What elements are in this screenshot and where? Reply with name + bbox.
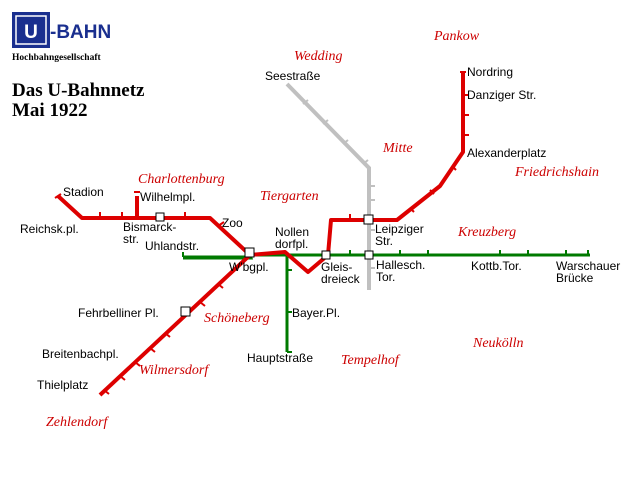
station-zoo: Zoo: [222, 216, 243, 230]
district-schoeneberg: Schöneberg: [204, 311, 270, 326]
station-bismarck-2: str.: [123, 232, 139, 246]
station-leipziger-1: Leipziger: [375, 222, 424, 236]
station-breitenbachpl: Breitenbachpl.: [42, 347, 119, 361]
red-line-track-main: [56, 72, 465, 274]
station-nollendorf-2: dorfpl.: [275, 237, 308, 251]
logo-u-letter: U: [24, 22, 38, 43]
green-line-ticks: [182, 250, 589, 353]
district-tempelhof: Tempelhof: [341, 353, 401, 368]
station-box-wbgpl: [244, 247, 255, 258]
logo-u-box: [12, 12, 50, 48]
district-tiergarten: Tiergarten: [260, 189, 319, 204]
district-kreuzberg: Kreuzberg: [457, 225, 516, 240]
district-pankow: Pankow: [433, 29, 480, 44]
red-line-ticks: [54, 71, 469, 395]
station-box-hallesch-tor: [364, 250, 374, 260]
station-wbgpl: W'bgpl.: [229, 260, 269, 274]
station-reichskpl: Reichsk.pl.: [20, 222, 79, 236]
station-warschauer-2: Brücke: [556, 271, 594, 285]
station-nordring: Nordring: [467, 65, 513, 79]
station-box-gleisdreieck: [321, 250, 331, 260]
station-alexanderplatz: Alexanderplatz: [467, 146, 546, 160]
station-kottbtor: Kottb.Tor.: [471, 259, 522, 273]
station-gleisdreieck-2: dreieck: [321, 272, 361, 286]
station-box-bismarckstr: [155, 212, 165, 222]
gray-line-ticks: [302, 99, 375, 269]
red-line: [54, 71, 469, 397]
district-friedrichshain: Friedrichshain: [514, 165, 599, 180]
station-seestrasse: Seestraße: [265, 69, 321, 83]
map-title-line2: Mai 1922: [12, 100, 87, 121]
station-danziger: Danziger Str.: [467, 88, 536, 102]
map-title-line1: Das U-Bahnnetz: [12, 80, 145, 101]
station-nollendorf-1: Nollen: [275, 225, 309, 239]
station-stadion: Stadion: [63, 185, 104, 199]
station-wilhelmpl: Wilhelmpl.: [140, 190, 195, 204]
station-warschauer-1: Warschauer: [556, 259, 620, 273]
station-leipziger-2: Str.: [375, 234, 393, 248]
station-bismarck-1: Bismarck-: [123, 220, 176, 234]
station-uhlandstr: Uhlandstr.: [145, 239, 199, 253]
u-bahn-logo: U -BAHN Hochbahngesellschaft: [12, 12, 111, 63]
station-thielplatz: Thielplatz: [37, 378, 88, 392]
district-charlottenburg: Charlottenburg: [138, 172, 225, 187]
district-neukoelln: Neukölln: [472, 336, 524, 351]
logo-word: -BAHN: [50, 22, 111, 43]
station-hallesch-1: Hallesch.: [376, 258, 425, 272]
red-line-track-thielplatz: [98, 253, 252, 397]
station-hallesch-2: Tor.: [376, 270, 395, 284]
gray-line: [285, 82, 375, 290]
district-mitte: Mitte: [382, 141, 413, 156]
station-gleisdreieck-1: Gleis-: [321, 260, 352, 274]
station-fehrbelliner: Fehrbelliner Pl.: [78, 306, 159, 320]
logo-subtitle: Hochbahngesellschaft: [12, 53, 102, 63]
gray-line-track: [285, 82, 371, 290]
station-bayerpl: Bayer.Pl.: [292, 306, 340, 320]
district-wilmersdorf: Wilmersdorf: [139, 363, 210, 378]
district-wedding: Wedding: [294, 49, 342, 64]
logo-u-inner-border: [15, 15, 47, 45]
district-zehlendorf: Zehlendorf: [46, 415, 110, 430]
station-hauptstrasse: Hauptstraße: [247, 351, 313, 365]
station-box-fehrbelliner: [180, 306, 191, 317]
station-box-leipziger: [363, 214, 374, 225]
